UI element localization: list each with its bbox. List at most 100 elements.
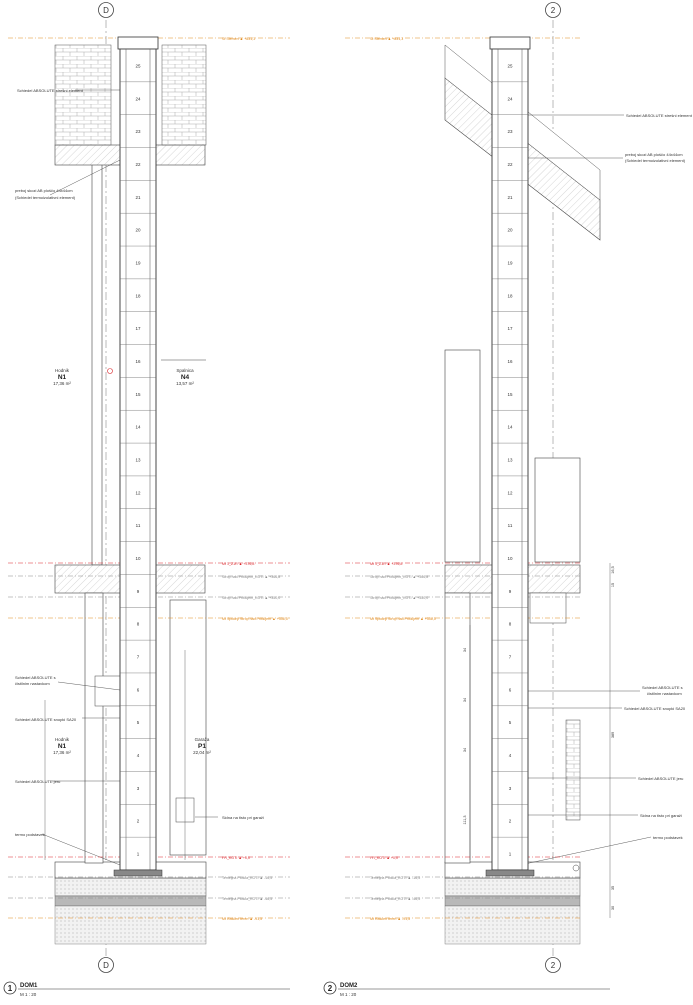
chimney-block-number: 23 — [135, 129, 141, 134]
chimney-dom2 — [485, 36, 535, 877]
annotation-text: Schiedel ABSOLUTE s — [642, 685, 683, 690]
chimney-block-number: 17 — [507, 326, 513, 331]
insulation-layer — [444, 895, 581, 907]
annotation-text: Sidna na tisto pri garaži — [222, 815, 264, 820]
chimney-block-number: 18 — [135, 293, 141, 298]
opening-right — [534, 457, 581, 563]
annotation-text: Sidna na tisto pri garaži — [640, 813, 682, 818]
room-name: Hodnik — [55, 737, 70, 742]
interior-wall — [91, 144, 103, 566]
chimney-block-number: 19 — [135, 260, 141, 265]
chimney-block-number: 23 — [507, 129, 513, 134]
roof-tiles-left — [54, 44, 112, 146]
grid-bubble — [545, 2, 561, 18]
chimney-block-number: 1 — [509, 852, 512, 857]
leader-line — [519, 836, 652, 866]
level-label: Temeljna Plošča_KOTI ▲ -16,5 — [370, 876, 420, 880]
leader-line — [57, 681, 121, 691]
chimney-block-number: 8 — [509, 622, 512, 627]
chimney-block-number: 9 — [509, 589, 512, 594]
view-number-circle — [3, 981, 17, 995]
level-label: Mt Spodnji Strop nad Pritličjem ▲ +336,5 — [370, 617, 436, 621]
view-number: 2 — [328, 984, 333, 993]
chimney-block-number: 13 — [507, 458, 513, 463]
view-scale: M 1 : 20 — [20, 992, 37, 997]
level-label: Temeljna Plošča_KOTI ▲ -16,5 — [222, 876, 272, 880]
chimney-block-number: 4 — [137, 753, 140, 758]
chimney-block-number: 7 — [137, 655, 140, 660]
chimney-block-number: 18 — [507, 293, 513, 298]
room-area: 17,36 m² — [53, 381, 71, 386]
level-label: St Slemen ▲ +831,3 — [370, 37, 403, 41]
insulation-layer — [54, 895, 207, 907]
chimney-block-number: 6 — [137, 687, 140, 692]
level-label: Temeljna Plošča_KOTI ▲ -46,5 — [370, 897, 420, 901]
chimney-block-number: 5 — [509, 720, 512, 725]
chimney-block-number: 3 — [509, 786, 512, 791]
annotation-text: Schiedel ABSOLUTE s — [15, 675, 56, 680]
chimney-block-number: 7 — [509, 655, 512, 660]
chimney-block-number: 12 — [135, 490, 141, 495]
level-label: Strop nad Pritličjem_KOTI ▲ +366,8 — [370, 575, 428, 579]
dimension-value: 34 — [463, 748, 467, 752]
room-area: 22,04 m² — [193, 750, 211, 755]
view-title: DOM1 — [20, 983, 38, 989]
cleanout-box — [94, 675, 124, 707]
grid-label: D — [103, 6, 109, 15]
level-label: Strop nad Pritličjem_KOTI ▲ +350,0 — [222, 596, 280, 600]
chimney-block-number: 24 — [507, 96, 513, 101]
chimney-block-number: 4 — [509, 753, 512, 758]
chimney-block-number: 15 — [135, 392, 141, 397]
chimney-block-number: 22 — [507, 162, 513, 167]
room-code: N1 — [58, 743, 67, 750]
dimension-value: 34 — [463, 698, 467, 702]
level-label: Mt Raščen teren ▲ -91,5 — [370, 917, 410, 921]
annotation-text: (Schiedel termoizolativni element) — [15, 195, 76, 200]
chimney-dom1 — [113, 36, 163, 877]
level-label: St Slemen ▲ +831,3 — [222, 37, 255, 41]
level-label: Mt Raščen teren ▲ -91,5 — [222, 917, 262, 921]
chimney-block-number: 21 — [507, 195, 513, 200]
chimney-block-number: 21 — [135, 195, 141, 200]
view-number-circle — [323, 981, 337, 995]
attic-wall — [444, 349, 481, 563]
chimney-block-number: 20 — [135, 228, 141, 233]
annotation-text: čistilnim nastavkom — [15, 681, 50, 686]
annotation-text: preboj skozi AB ploščo 44x44cm — [15, 188, 73, 193]
chimney-block-number: 19 — [507, 260, 513, 265]
chimney-cap — [117, 36, 159, 50]
chimney-block-number: 22 — [135, 162, 141, 167]
chimney-block-number: 13 — [135, 458, 141, 463]
view-number: 1 — [8, 984, 13, 993]
chimney-block-number: 16 — [507, 359, 513, 364]
grid-bubble — [98, 957, 114, 973]
chimney-block-number: 25 — [507, 63, 513, 68]
view-title: DOM2 — [340, 983, 358, 989]
gravel-bed — [444, 905, 581, 945]
chimney-cap — [489, 36, 531, 50]
chimney-block-number: 11 — [136, 523, 141, 528]
chimney-block-number: 1 — [137, 852, 140, 857]
annotation-text: čistilnim nastavkom — [647, 691, 682, 696]
level-label: PR_KOTI ▲ +0,0 — [370, 856, 398, 860]
room-code: N1 — [58, 374, 67, 381]
ground-floor-wall — [84, 592, 104, 864]
gravel-bed — [54, 905, 207, 945]
chimney-block-number: 15 — [507, 392, 513, 397]
annotation-text: Schiedel ABSOLUTE snopki SA20 — [624, 706, 686, 711]
section-marker — [107, 368, 113, 374]
chimney-block-number: 3 — [137, 786, 140, 791]
dimension-value: 16,5 — [611, 566, 615, 573]
annotation-text: Schiedel ABSOLUTE snopki SA20 — [15, 717, 77, 722]
thermal-base — [485, 869, 535, 877]
view-scale: M 1 : 20 — [340, 992, 357, 997]
annotation-text: termo podstavek — [653, 835, 683, 840]
grid-bubble — [98, 2, 114, 18]
chimney-block-number: 25 — [135, 63, 141, 68]
annotation-text: Schiedel ABSOLUTE jeru — [15, 779, 60, 784]
foundation-slab — [54, 877, 207, 897]
room-area: 13,57 m² — [176, 381, 194, 386]
chimney-block-number: 2 — [137, 819, 140, 824]
chimney-block-number: 5 — [137, 720, 140, 725]
leader-line — [41, 833, 121, 866]
